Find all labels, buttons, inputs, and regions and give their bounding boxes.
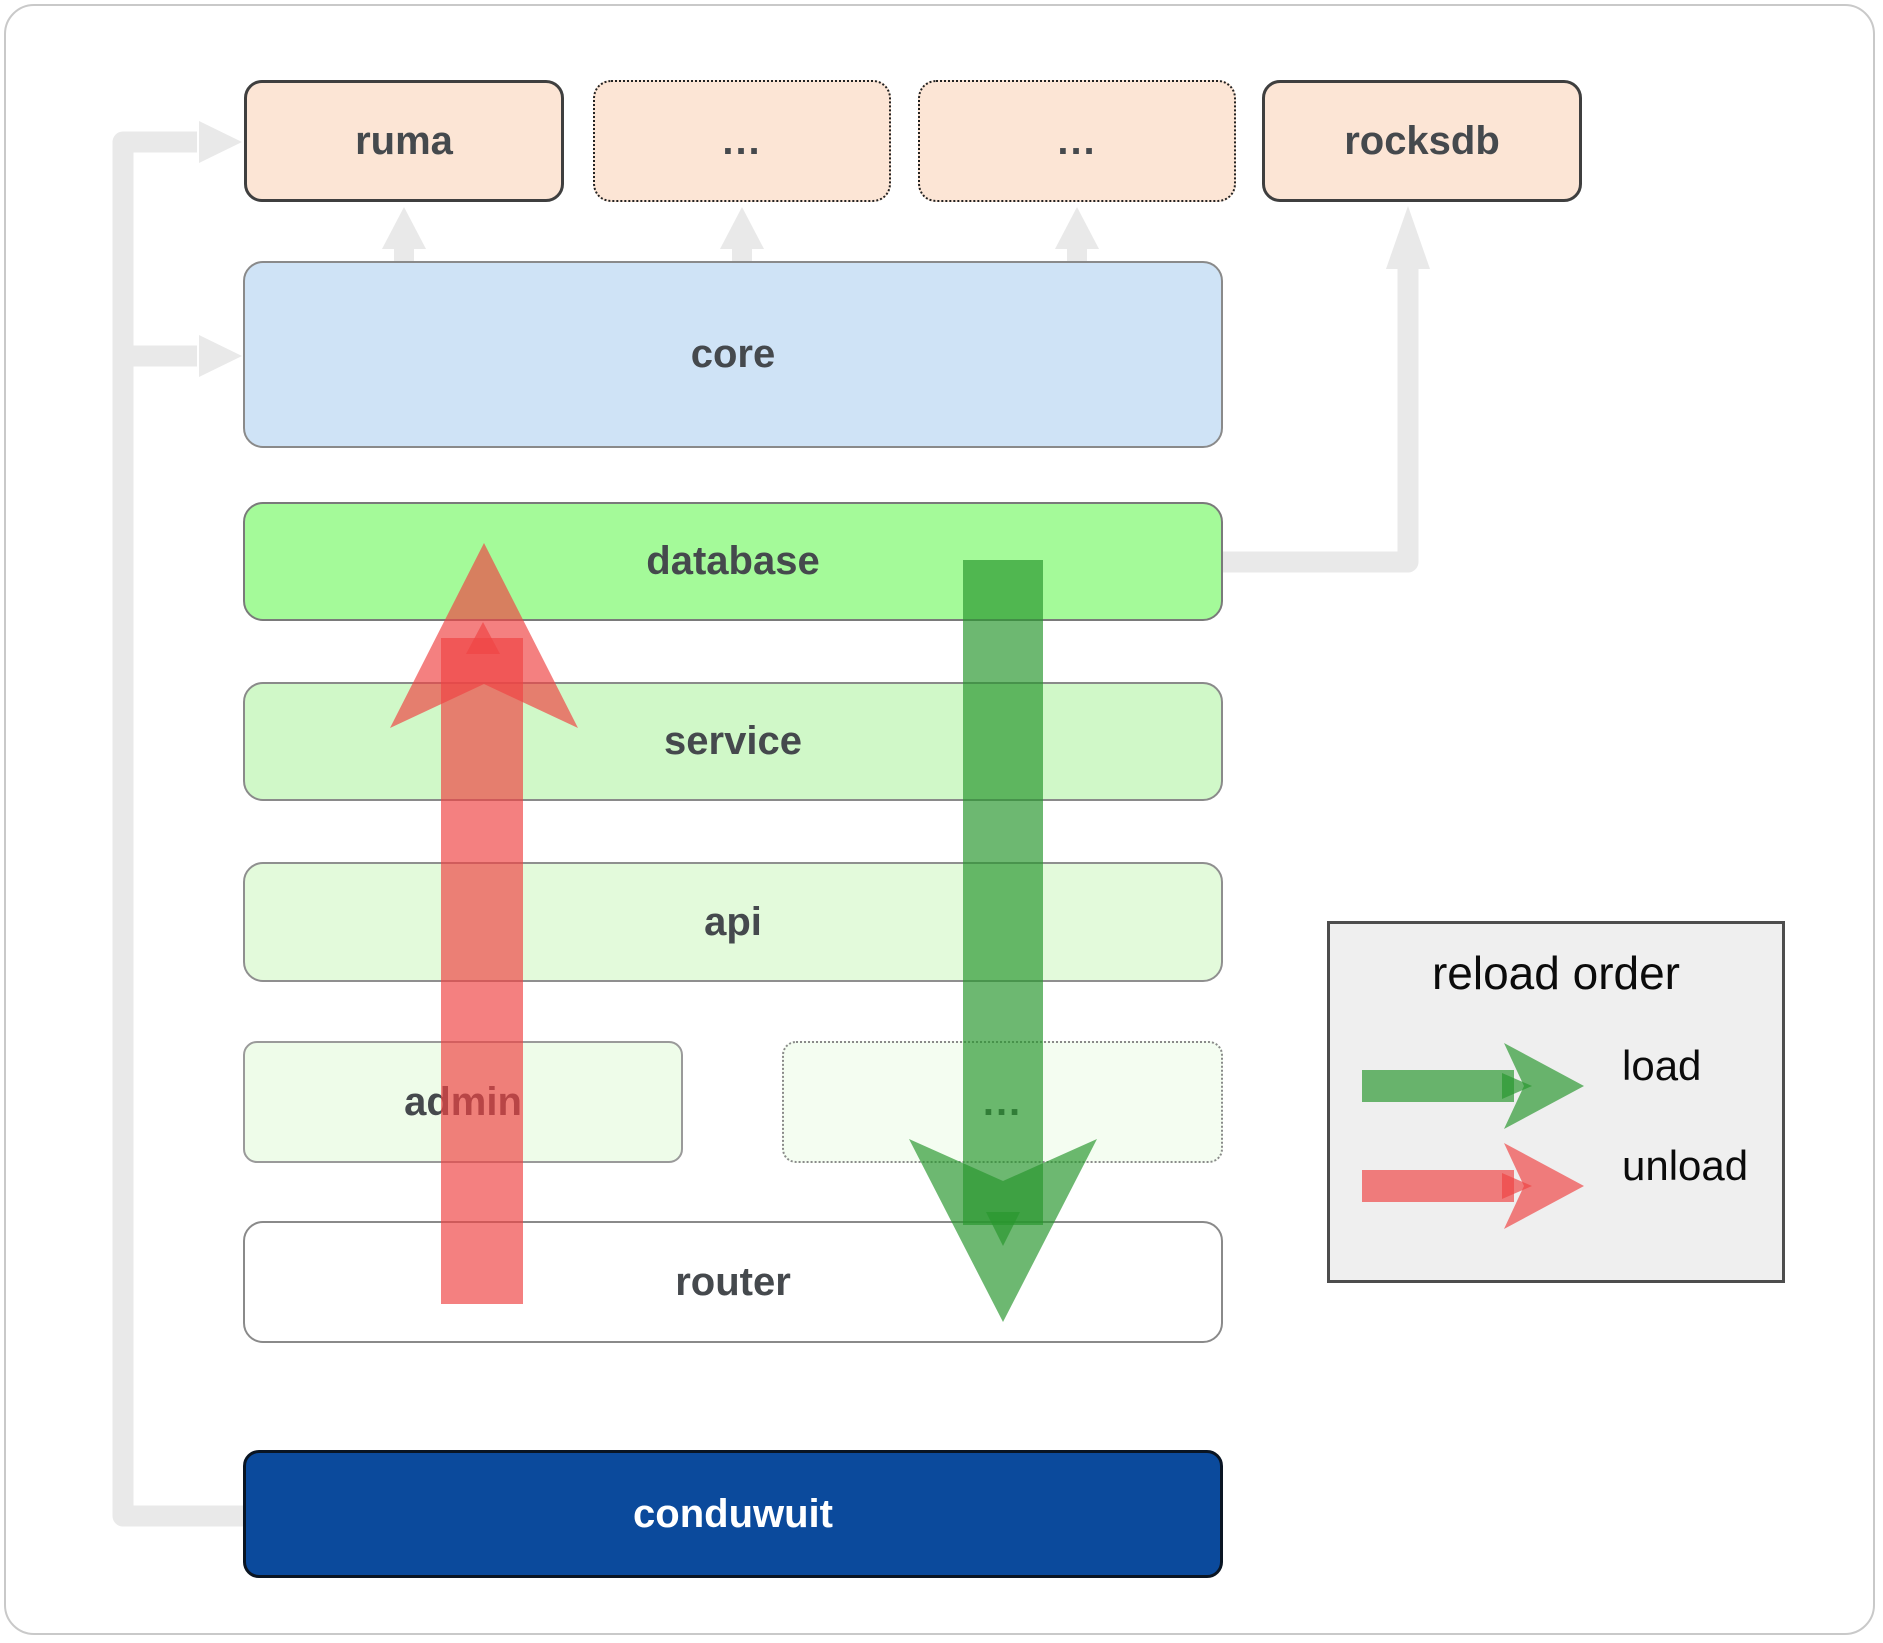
node-api: api — [243, 862, 1223, 982]
node-ellipsis-a: ... — [593, 80, 891, 202]
legend-load-label: load — [1622, 1042, 1702, 1089]
node-core: core — [243, 261, 1223, 448]
load-arrow-icon — [1362, 1043, 1584, 1129]
node-ellipsis-b: ... — [918, 80, 1236, 202]
legend: reload order load unload — [1327, 921, 1785, 1283]
diagram-frame — [4, 4, 1875, 1635]
node-rocksdb-label: rocksdb — [1344, 118, 1500, 163]
node-conduwuit: conduwuit — [243, 1450, 1223, 1578]
node-router-label: router — [675, 1259, 791, 1304]
legend-unload-label: unload — [1622, 1142, 1749, 1189]
node-admin: admin — [243, 1041, 683, 1163]
node-ellipsis-c: ... — [782, 1041, 1223, 1163]
node-conduwuit-label: conduwuit — [633, 1491, 833, 1536]
node-router: router — [243, 1221, 1223, 1343]
node-database-label: database — [646, 539, 820, 583]
node-core-label: core — [690, 332, 776, 376]
legend-title: reload order — [1431, 947, 1681, 999]
unload-arrow-icon — [1362, 1143, 1584, 1229]
node-ruma-label: ruma — [355, 118, 453, 163]
node-service-label: service — [664, 719, 802, 763]
node-database: database — [243, 502, 1223, 621]
node-ruma: ruma — [244, 80, 564, 202]
node-rocksdb: rocksdb — [1262, 80, 1582, 202]
node-ellipsis-a-label: ... — [722, 118, 762, 163]
node-api-label: api — [704, 899, 762, 944]
node-service: service — [243, 682, 1223, 801]
node-admin-label: admin — [404, 1079, 522, 1124]
node-ellipsis-c-label: ... — [982, 1079, 1023, 1124]
node-ellipsis-b-label: ... — [1057, 118, 1097, 163]
